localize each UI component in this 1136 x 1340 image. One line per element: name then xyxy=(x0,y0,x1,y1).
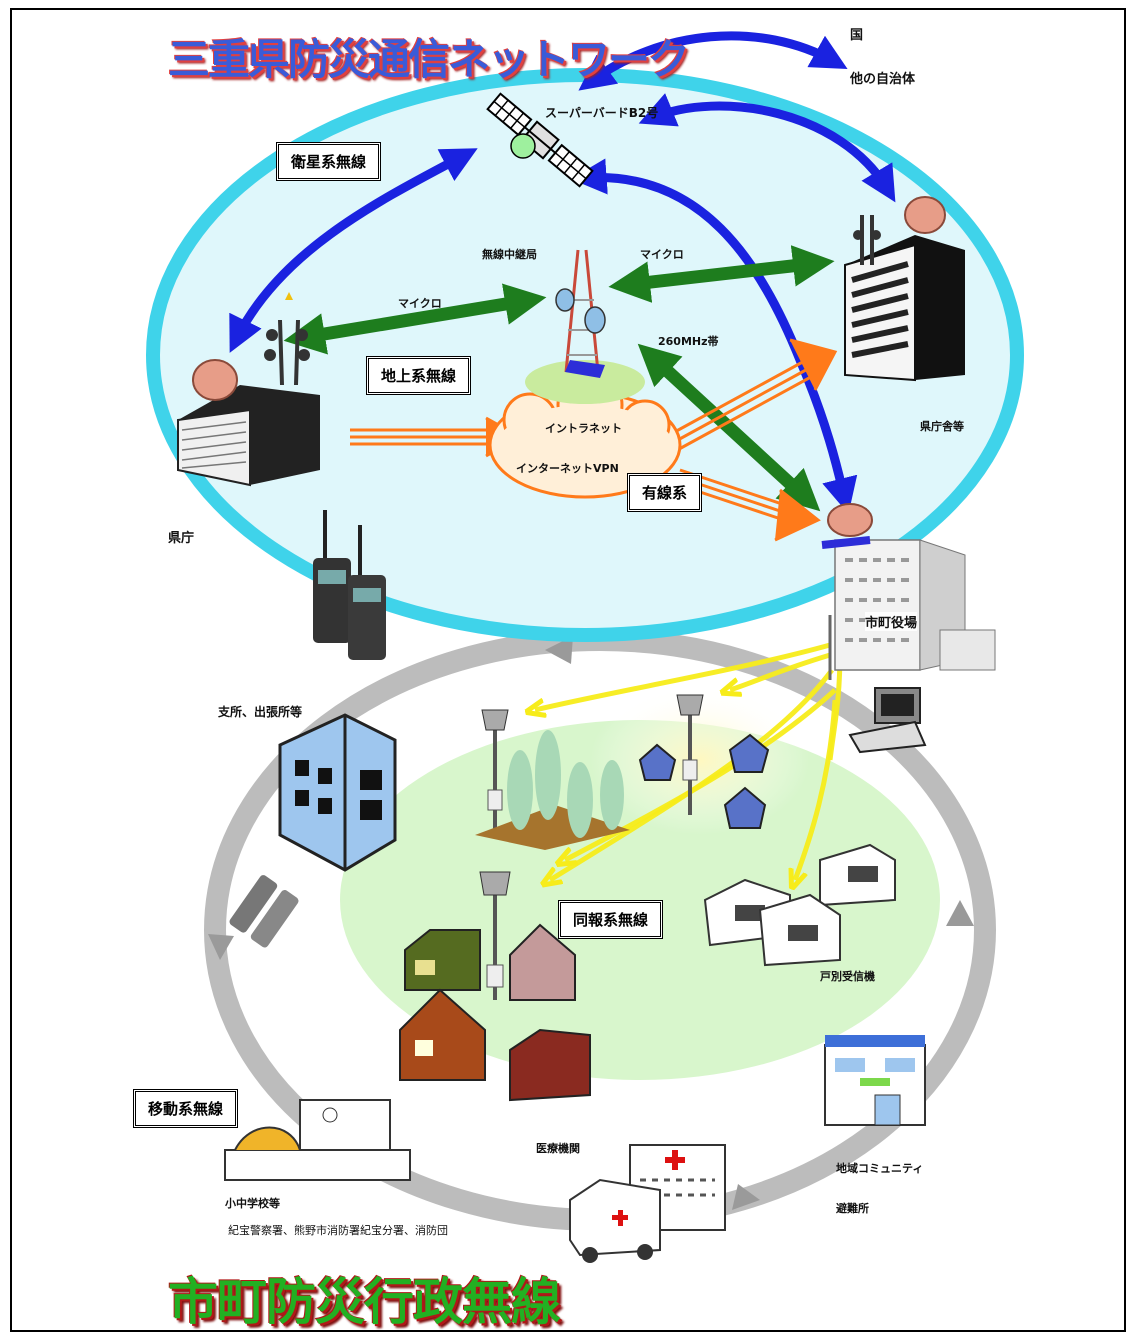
hill xyxy=(525,360,645,404)
label-community: 地域コミュニティ xyxy=(836,1162,924,1175)
label-microwave-right: マイクロ xyxy=(640,248,684,261)
ring-arrowheads xyxy=(208,636,974,1210)
label-microwave-left: マイクロ xyxy=(398,297,442,310)
label-schools: 小中学校等 xyxy=(225,1197,280,1210)
label-other-municipalities: 他の自治体 xyxy=(850,72,916,87)
radio-tower-icon xyxy=(555,249,606,378)
house-icon xyxy=(638,733,770,829)
label-satellite: スーパーバードB2号 xyxy=(545,106,659,120)
prefectural-office-building xyxy=(177,292,320,487)
label-prefectural-offices-etc: 県庁舎等 xyxy=(920,420,964,433)
satellite-links xyxy=(229,31,896,514)
branch-office-building xyxy=(278,713,397,872)
label-city-hall: 市町役場 xyxy=(865,612,918,631)
school-icon xyxy=(224,1099,411,1181)
prefectural-offices-building xyxy=(844,196,965,382)
box-simultaneous-broadcast: 同報系無線 xyxy=(558,900,664,939)
label-relay-station: 無線中継局 xyxy=(482,248,537,261)
box-mobile-radio: 移動系無線 xyxy=(133,1089,239,1128)
label-police-fire: 紀宝警察署、熊野市消防署紀宝分署、消防団 xyxy=(228,1224,448,1237)
label-intranet: イントラネット xyxy=(545,422,622,435)
broadcast-links xyxy=(535,642,843,880)
label-national: 国 xyxy=(850,28,864,43)
telephone-icon xyxy=(848,687,927,754)
label-prefectural-office: 県庁 xyxy=(168,531,195,546)
microwave-links xyxy=(283,245,835,512)
community-building xyxy=(824,1035,926,1126)
label-household-receivers: 戸別受信機 xyxy=(820,970,875,983)
ambulance-icon xyxy=(569,1178,661,1263)
residential-houses xyxy=(399,923,591,1102)
label-shelter: 避難所 xyxy=(836,1202,869,1215)
prefecture-network-title: 三重県防災通信ネットワーク xyxy=(168,35,690,84)
city-hall-building xyxy=(821,503,996,680)
diagram-frame xyxy=(10,8,1126,1332)
box-terrestrial-radio: 地上系無線 xyxy=(366,356,472,395)
receiver-icon xyxy=(703,843,896,967)
box-satellite-radio: 衛星系無線 xyxy=(276,142,382,181)
box-wired: 有線系 xyxy=(627,473,703,512)
speaker-pole-icon xyxy=(479,694,704,1000)
trees-icon xyxy=(475,730,630,850)
label-internet-vpn: インターネットVPN xyxy=(516,462,619,475)
handset-icon xyxy=(229,875,299,948)
walkie-talkie-icon xyxy=(313,510,386,660)
label-medical: 医療機関 xyxy=(536,1142,580,1155)
satellite-icon xyxy=(486,92,594,188)
label-260mhz: 260MHz帯 xyxy=(658,335,719,348)
label-branch-offices: 支所、出張所等 xyxy=(218,705,303,719)
municipal-radio-title: 市町防災行政無線 xyxy=(168,1273,561,1331)
